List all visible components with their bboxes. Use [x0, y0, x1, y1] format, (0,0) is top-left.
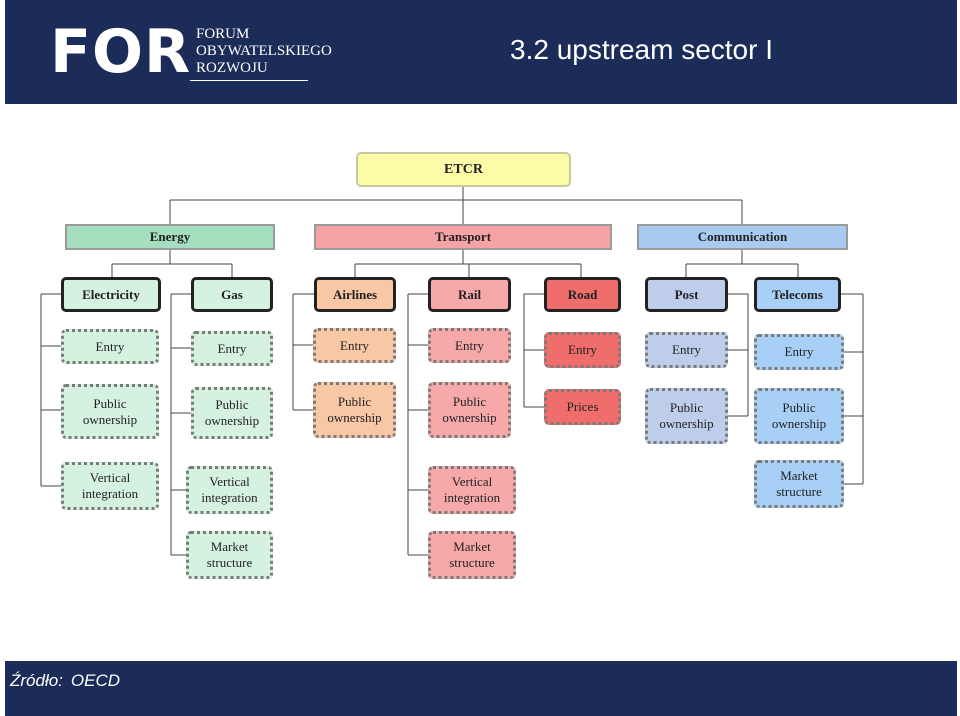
- source-label: Źródło:: [10, 671, 63, 690]
- page-title: 3.2 upstream sector I: [510, 34, 774, 65]
- leaf-rail-market-structure: Market structure: [428, 531, 516, 579]
- leaf-electricity-entry: Entry: [61, 329, 159, 364]
- leaf-rail-vertical-integration: Vertical integration: [428, 466, 516, 514]
- logo-subtitle-line: FORUM: [196, 26, 250, 42]
- source-value: OECD: [70, 671, 121, 690]
- footer-bar: [5, 661, 957, 716]
- leaf-road-entry: Entry: [544, 332, 621, 368]
- logo-underline: [190, 80, 308, 81]
- leaf-airlines-public-ownership: Public ownership: [313, 382, 396, 438]
- logo-subtitle-line: ROZWOJU: [196, 60, 268, 76]
- leaf-rail-entry: Entry: [428, 328, 511, 363]
- node-etcr: ETCR: [356, 152, 571, 187]
- node-energy: Energy: [65, 224, 275, 250]
- node-airlines: Airlines: [314, 277, 396, 312]
- leaf-electricity-vertical-integration: Vertical integration: [61, 462, 159, 510]
- node-gas: Gas: [191, 277, 273, 312]
- leaf-gas-market-structure: Market structure: [186, 531, 273, 579]
- logo-subtitle: FORUM OBYWATELSKIEGO ROZWOJU: [196, 26, 332, 77]
- node-post: Post: [645, 277, 728, 312]
- leaf-telecoms-public-ownership: Public ownership: [754, 388, 844, 444]
- leaf-gas-vertical-integration: Vertical integration: [186, 466, 273, 514]
- logo: FOR: [50, 17, 192, 87]
- node-telecoms: Telecoms: [754, 277, 841, 312]
- node-communication: Communication: [637, 224, 848, 250]
- leaf-post-public-ownership: Public ownership: [645, 388, 728, 444]
- leaf-telecoms-entry: Entry: [754, 334, 844, 370]
- source-note: Źródło: OECD: [10, 671, 120, 691]
- leaf-gas-entry: Entry: [191, 331, 273, 366]
- leaf-road-prices: Prices: [544, 389, 621, 425]
- leaf-gas-public-ownership: Public ownership: [191, 387, 273, 439]
- node-transport: Transport: [314, 224, 612, 250]
- leaf-rail-public-ownership: Public ownership: [428, 382, 511, 438]
- leaf-telecoms-market-structure: Market structure: [754, 460, 844, 508]
- header-bar: [5, 0, 957, 104]
- leaf-electricity-public-ownership: Public ownership: [61, 384, 159, 439]
- node-electricity: Electricity: [61, 277, 161, 312]
- node-road: Road: [544, 277, 621, 312]
- logo-subtitle-line: OBYWATELSKIEGO: [196, 43, 332, 59]
- leaf-post-entry: Entry: [645, 332, 728, 368]
- leaf-airlines-entry: Entry: [313, 328, 396, 363]
- node-rail: Rail: [428, 277, 511, 312]
